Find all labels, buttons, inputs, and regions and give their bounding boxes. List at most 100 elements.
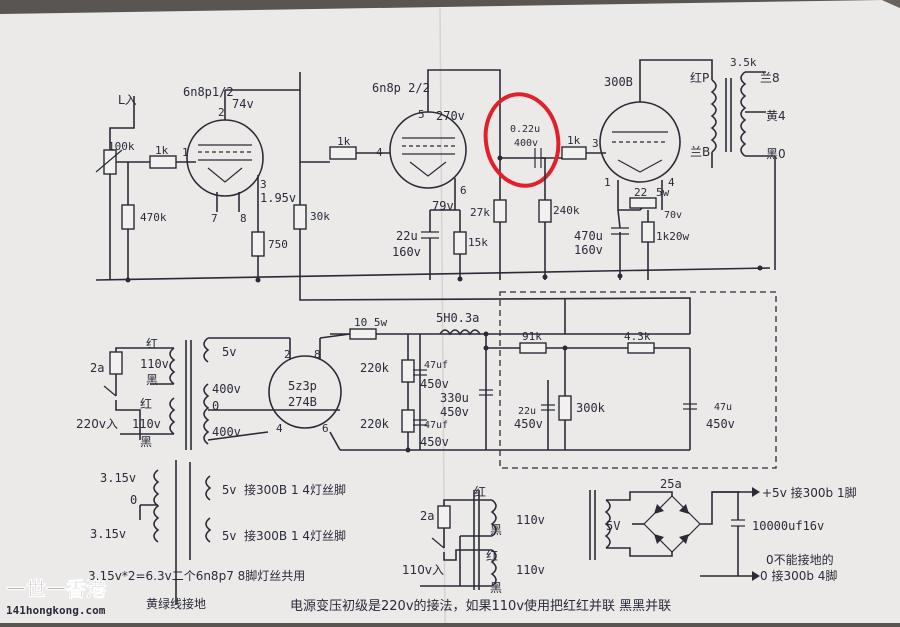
label-220k-a: 220k [360, 361, 390, 375]
resistor-30k [293, 204, 307, 230]
label-rect-p6: 6 [322, 422, 329, 435]
label-15k: 15k [468, 236, 488, 249]
label-c160v: 160v [392, 245, 421, 259]
label-t2-79v: 79v [432, 199, 454, 213]
label-pri-black1: 黑 [146, 373, 158, 387]
label-choke: 5H0.3a [436, 311, 479, 325]
label-450v-c: 450v [440, 405, 469, 419]
label-t1-74v: 74v [232, 97, 254, 111]
label-300k: 300k [576, 401, 606, 415]
output-transformer: 3.5k 红P 兰8 黄4 兰B 黑0 [690, 56, 786, 270]
label-1k-b: 1k [337, 135, 351, 148]
label-330u: 330u [440, 391, 469, 405]
mains-primary: 2a 红 110v 黑 红 220v入 110v 黑 [76, 336, 192, 450]
volume-pot [103, 149, 117, 175]
label-pri-110v2: 110v [132, 417, 161, 431]
logo-url: 141hongkong.com [6, 604, 106, 617]
label-t1-pin2: 2 [218, 106, 225, 119]
ground-rail [95, 265, 771, 283]
label-ot-red: 红P [690, 70, 709, 85]
label-ot-4: 黄4 [766, 109, 786, 123]
label-p2-red2: 红 [486, 548, 498, 563]
tube-300b: 1k 240k 300B 3 1 4 22 5w 70v 470u 160v 1… [538, 59, 713, 280]
input-section: L入 100k 1k 470k [95, 93, 196, 280]
resistor-1k-c [561, 146, 587, 160]
label-bridge-out: +5v 接300b 1脚 [762, 485, 857, 500]
label-t1-pin7: 7 [211, 212, 218, 225]
label-t2-pin5: 5 [418, 108, 425, 121]
label-47uf-b: 47uf [424, 420, 448, 431]
label-p2-2a: 2a [420, 509, 434, 523]
label-ps-400v-a: 400v [212, 382, 241, 396]
mains-110v-primary: 2a 红 黑 110v 红 黑 110v 110v入 [402, 484, 545, 595]
label-240k: 240k [553, 204, 580, 217]
label-c470u: 470u [574, 229, 603, 243]
label-fil-315a: 3.15v [100, 471, 136, 485]
label-input-l: L入 [118, 93, 137, 107]
label-t1-195v: 1.95v [260, 191, 296, 205]
label-1k-a: 1k [155, 144, 169, 157]
resistor-1k-b [329, 146, 357, 160]
label-t3-pin3: 3 [592, 137, 599, 150]
label-fil-0: 0 [130, 493, 137, 507]
label-p2-red1: 红 [474, 484, 486, 499]
label-pri-red1: 红 [146, 336, 158, 351]
label-470k: 470k [140, 211, 167, 224]
resistor-15k [453, 231, 467, 255]
label-rect-p4: 4 [276, 422, 283, 435]
label-bridge-note1: 0不能接地的 [766, 552, 834, 567]
rectifier-section: 5v 400v 0 400v 5z3p 274B 2 8 4 6 [203, 333, 351, 451]
label-27k: 27k [470, 206, 490, 219]
resistor-220k-b [401, 409, 415, 433]
label-fil-300b-a: 接300B 1 4灯丝脚 [244, 482, 346, 497]
label-c160v-b: 160v [574, 243, 603, 257]
label-rect: 5z3p [288, 379, 317, 393]
label-pri-2a: 2a [90, 361, 104, 375]
label-p2-110v2: 110v [516, 563, 545, 577]
label-t3-5w: 5w [656, 186, 670, 199]
label-ps-5v: 5v [222, 345, 236, 359]
label-30k: 30k [310, 210, 330, 223]
label-rect-p2: 2 [284, 348, 291, 361]
label-pri-black2: 黑 [140, 435, 152, 449]
label-tube3: 300B [604, 75, 633, 89]
label-pot: 100k [108, 140, 135, 153]
resistor-1k20w [641, 221, 655, 243]
label-pri-110v1: 110v [140, 357, 169, 371]
label-pri-red2: 红 [140, 396, 152, 411]
resistor-22-5w [629, 197, 657, 209]
label-22u-b: 22u [518, 406, 536, 417]
label-bridge-5v: 5V [606, 519, 620, 533]
label-t3-70v: 70v [664, 210, 682, 221]
resistor-27k [493, 199, 507, 223]
site-watermark: 一世一香港 141hongkong.com [6, 577, 108, 617]
label-t1-pin8: 8 [240, 212, 247, 225]
red-highlight-circle [483, 92, 561, 188]
label-47uf-a: 47uf [424, 360, 448, 371]
resistor-240k [538, 199, 552, 223]
logo-text: 一世一香港 [6, 577, 107, 601]
label-ps-0: 0 [212, 399, 219, 413]
label-t3-22: 22 [634, 186, 647, 199]
label-t1-pin1: 1 [182, 146, 189, 159]
label-bridge-note2: 0 接300b 4脚 [760, 568, 837, 583]
label-1k-c: 1k [567, 134, 581, 147]
label-t1-pin3: 3 [260, 178, 267, 191]
label-p2-110v1: 110v [516, 513, 545, 527]
label-450v-e: 450v [706, 417, 735, 431]
label-t2-pin4: 4 [376, 146, 383, 159]
label-rect-sub: 274B [288, 395, 317, 409]
label-450v-d: 450v [514, 417, 543, 431]
bottom-note: 电源变压初级是220v的接法，如果110v使用把红红并联 黑黑并联 [290, 598, 671, 614]
label-fil-315b: 3.15v [90, 527, 126, 541]
label-43k: 4.3k [624, 330, 651, 343]
label-ot-35k: 3.5k [730, 56, 757, 69]
dashed-box [499, 291, 777, 469]
label-cc-022u: 0.22u [510, 124, 540, 135]
label-bridge-cap: 10000uf16v [752, 519, 824, 533]
label-ps-400v-b: 400v [212, 425, 241, 439]
label-rect-p8: 8 [314, 348, 321, 361]
